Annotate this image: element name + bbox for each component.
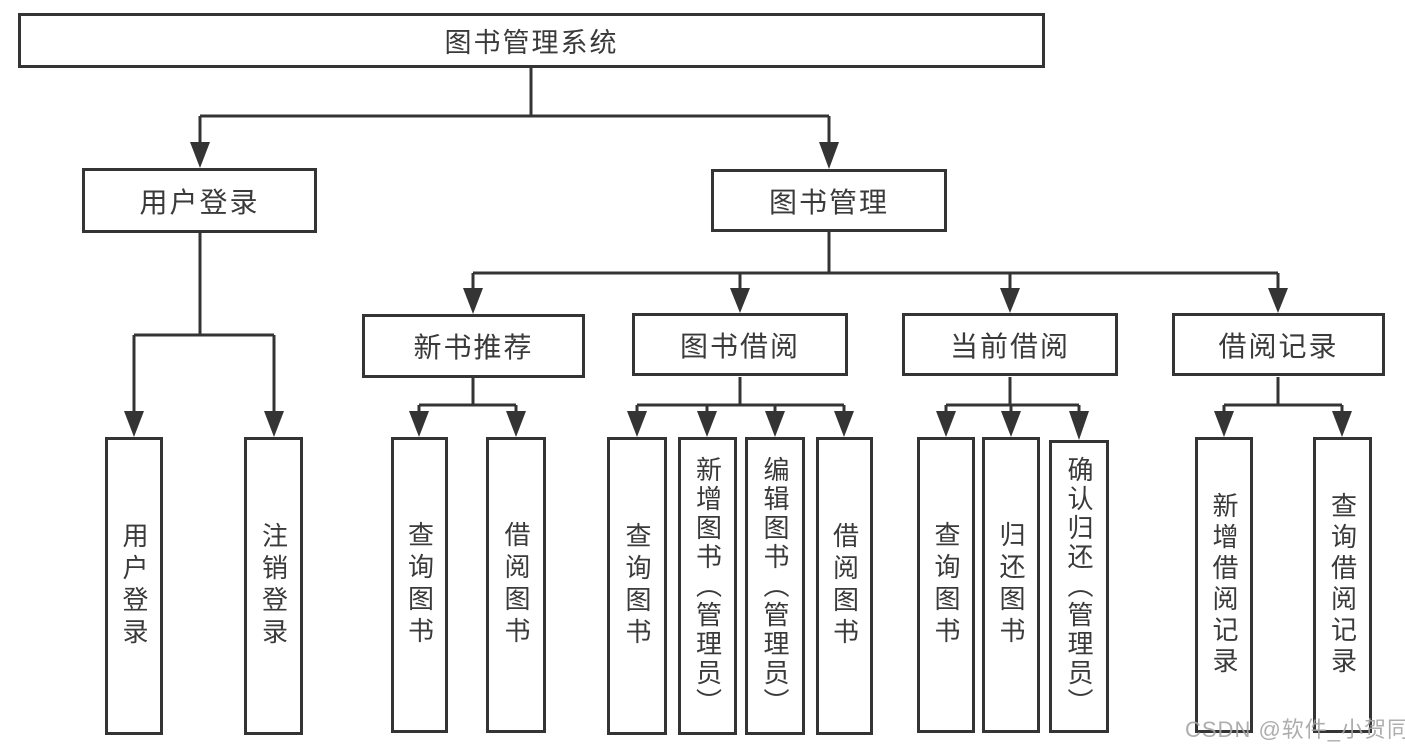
node-borrow-records: 借阅记录 [1172,313,1385,376]
connector-newbook-children [417,377,518,414]
connector-currentborrow-children [944,377,1081,414]
leaf-borrow-book-recommend: 借阅图书 [486,437,546,733]
node-user-login: 用户登录 [82,168,317,233]
leaf-user-login: 用户登录 [105,437,163,735]
connector-bookmgmt-to-level2 [471,232,1280,291]
connector-userlogin-children [132,233,276,413]
leaf-query-borrow-record: 查询借阅记录 [1313,437,1372,733]
leaf-query-book-borrow: 查询图书 [607,437,667,735]
node-root-library-system: 图书管理系统 [18,13,1045,68]
leaf-query-book-current: 查询图书 [917,437,975,733]
node-current-borrow: 当前借阅 [902,313,1118,376]
leaf-add-book-admin: 新增图书（管理员） [678,437,737,735]
node-book-management: 图书管理 [711,169,947,232]
csdn-watermark: CSDN @软件_小贺同学 [1185,717,1405,742]
leaf-add-borrow-record: 新增借阅记录 [1195,437,1253,733]
arrowheads [124,142,1352,440]
leaf-query-book-recommend: 查询图书 [391,437,448,733]
leaf-logout: 注销登录 [244,437,303,735]
leaf-edit-book-admin: 编辑图书（管理员） [745,437,805,735]
node-new-book-recommend: 新书推荐 [362,314,585,378]
leaf-borrow-book: 借阅图书 [816,437,873,735]
node-book-borrow: 图书借阅 [632,313,848,376]
connector-records-children [1222,377,1344,414]
leaf-confirm-return-admin: 确认归还（管理员） [1049,440,1109,733]
connector-root-to-level1 [198,68,831,144]
leaf-return-book: 归还图书 [982,437,1040,733]
connector-bookborrow-children [635,377,846,414]
